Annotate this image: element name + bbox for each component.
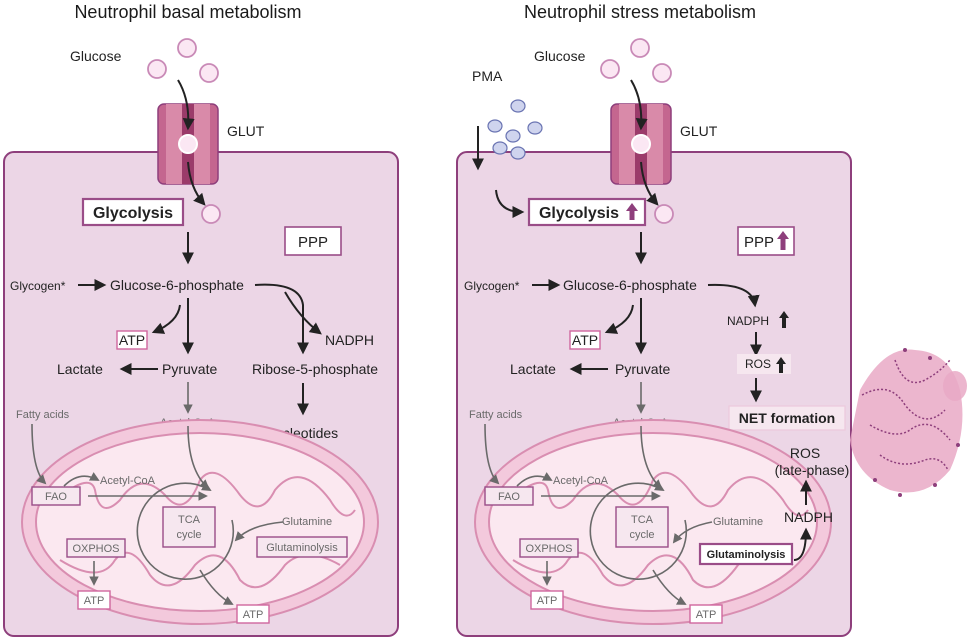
pma-molecule-icon xyxy=(527,121,543,135)
pyruvate-label: Pyruvate xyxy=(615,361,670,377)
atp-label: ATP xyxy=(119,332,145,348)
glutaminolysis-box xyxy=(698,542,794,566)
glutamine-label: Glutamine xyxy=(282,516,332,528)
glucose-label: Glucose xyxy=(534,48,586,64)
glycolysis-box xyxy=(527,197,647,227)
pma-label: PMA xyxy=(472,68,503,84)
glucose-molecule-icon xyxy=(600,59,620,79)
glycolysis-box xyxy=(81,197,185,227)
pyruvate-label: Pyruvate xyxy=(162,361,217,377)
oxphos-label: OXPHOS xyxy=(72,543,119,555)
tca-label-line2: cycle xyxy=(176,529,201,541)
atp-mito-label: ATP xyxy=(243,609,264,621)
fatty-acids-label: Fatty acids xyxy=(16,409,70,421)
atp-oxphos-box xyxy=(530,590,564,610)
fao-box xyxy=(31,486,81,506)
atp-label: ATP xyxy=(572,332,598,348)
ppp-box xyxy=(284,226,342,256)
fatty-acids-label: Fatty acids xyxy=(469,409,523,421)
oxphos-box xyxy=(519,538,579,558)
glycogen-label: Glycogen* xyxy=(464,279,520,293)
atp-oxphos-box xyxy=(77,590,111,610)
glucose-molecule-icon xyxy=(652,63,672,83)
pma-molecule-icon xyxy=(505,129,521,143)
ros-late-line2: (late-phase) xyxy=(775,462,850,478)
net-formation-label: NET formation xyxy=(739,410,835,426)
up-arrow-icon xyxy=(777,231,789,250)
glucose-molecule-icon xyxy=(177,38,197,58)
glucose-molecule-icon xyxy=(147,59,167,79)
glycogen-label: Glycogen* xyxy=(10,279,66,293)
panel-title: Neutrophil basal metabolism xyxy=(74,2,301,22)
glucose-molecule-icon xyxy=(199,63,219,83)
glut-label: GLUT xyxy=(227,123,265,139)
pma-molecule-icon xyxy=(510,99,526,113)
lactate-label: Lactate xyxy=(510,361,556,377)
nadph-label: NADPH xyxy=(325,332,374,348)
mito-acetyl-coa-label: Acetyl-CoA xyxy=(100,475,156,487)
pma-molecule-icon xyxy=(487,119,503,133)
glucose-molecule-icon xyxy=(654,204,674,224)
pma-molecule-icon xyxy=(492,141,508,155)
tca-cycle-ring xyxy=(589,481,688,580)
glutamine-label: Glutamine xyxy=(713,516,763,528)
tca-cycle-ring xyxy=(136,481,235,580)
glut-label: GLUT xyxy=(680,123,718,139)
mito-acetyl-coa-label: Acetyl-CoA xyxy=(553,475,609,487)
atp-mito-label: ATP xyxy=(696,609,717,621)
tca-label-line1: TCA xyxy=(178,514,201,526)
tca-box xyxy=(162,506,216,548)
ros-box xyxy=(737,354,791,374)
panel-title: Neutrophil stress metabolism xyxy=(524,2,756,22)
ros-late-line1: ROS xyxy=(790,445,820,461)
oxphos-label: OXPHOS xyxy=(525,543,572,555)
ros-label: ROS xyxy=(745,357,771,371)
glucose-molecule-icon xyxy=(201,204,221,224)
atp-box xyxy=(116,330,148,350)
r5p-label: Ribose-5-phosphate xyxy=(252,361,378,377)
up-arrow-icon xyxy=(776,357,786,373)
nadph-label: NADPH xyxy=(727,314,769,328)
ppp-label: PPP xyxy=(298,234,328,251)
atp-mito-box xyxy=(236,604,270,624)
nadph-late-label: NADPH xyxy=(784,509,833,525)
net-fibers-icon xyxy=(850,348,967,497)
atp-oxphos-label: ATP xyxy=(537,595,558,607)
g6p-label: Glucose-6-phosphate xyxy=(110,277,244,293)
basal-panel: Neutrophil basal metabolism Glucose GLUT… xyxy=(3,2,399,637)
glucose-molecule-icon xyxy=(630,38,650,58)
glycolysis-label: Glycolysis xyxy=(539,205,619,222)
tca-label-line2: cycle xyxy=(629,529,654,541)
glutaminolysis-box xyxy=(256,536,348,558)
up-arrow-icon xyxy=(779,311,789,328)
glutaminolysis-label: Glutaminolysis xyxy=(707,549,786,561)
oxphos-box xyxy=(66,538,126,558)
stress-panel: Neutrophil stress metabolism PMA Gl xyxy=(456,2,967,637)
g6p-label: Glucose-6-phosphate xyxy=(563,277,697,293)
fao-label: FAO xyxy=(45,491,67,503)
glucose-label: Glucose xyxy=(70,48,122,64)
fao-label: FAO xyxy=(498,491,520,503)
lactate-label: Lactate xyxy=(57,361,103,377)
fao-box xyxy=(484,486,534,506)
atp-oxphos-label: ATP xyxy=(84,595,105,607)
glutaminolysis-label: Glutaminolysis xyxy=(266,542,338,554)
ppp-label: PPP xyxy=(744,234,774,251)
tca-box xyxy=(615,506,669,548)
atp-box xyxy=(569,330,601,350)
pma-molecule-icon xyxy=(510,146,526,160)
net-formation-box xyxy=(728,405,846,431)
glycolysis-label: Glycolysis xyxy=(93,205,173,222)
tca-label-line1: TCA xyxy=(631,514,654,526)
up-arrow-icon xyxy=(626,203,638,220)
atp-mito-box xyxy=(689,604,723,624)
